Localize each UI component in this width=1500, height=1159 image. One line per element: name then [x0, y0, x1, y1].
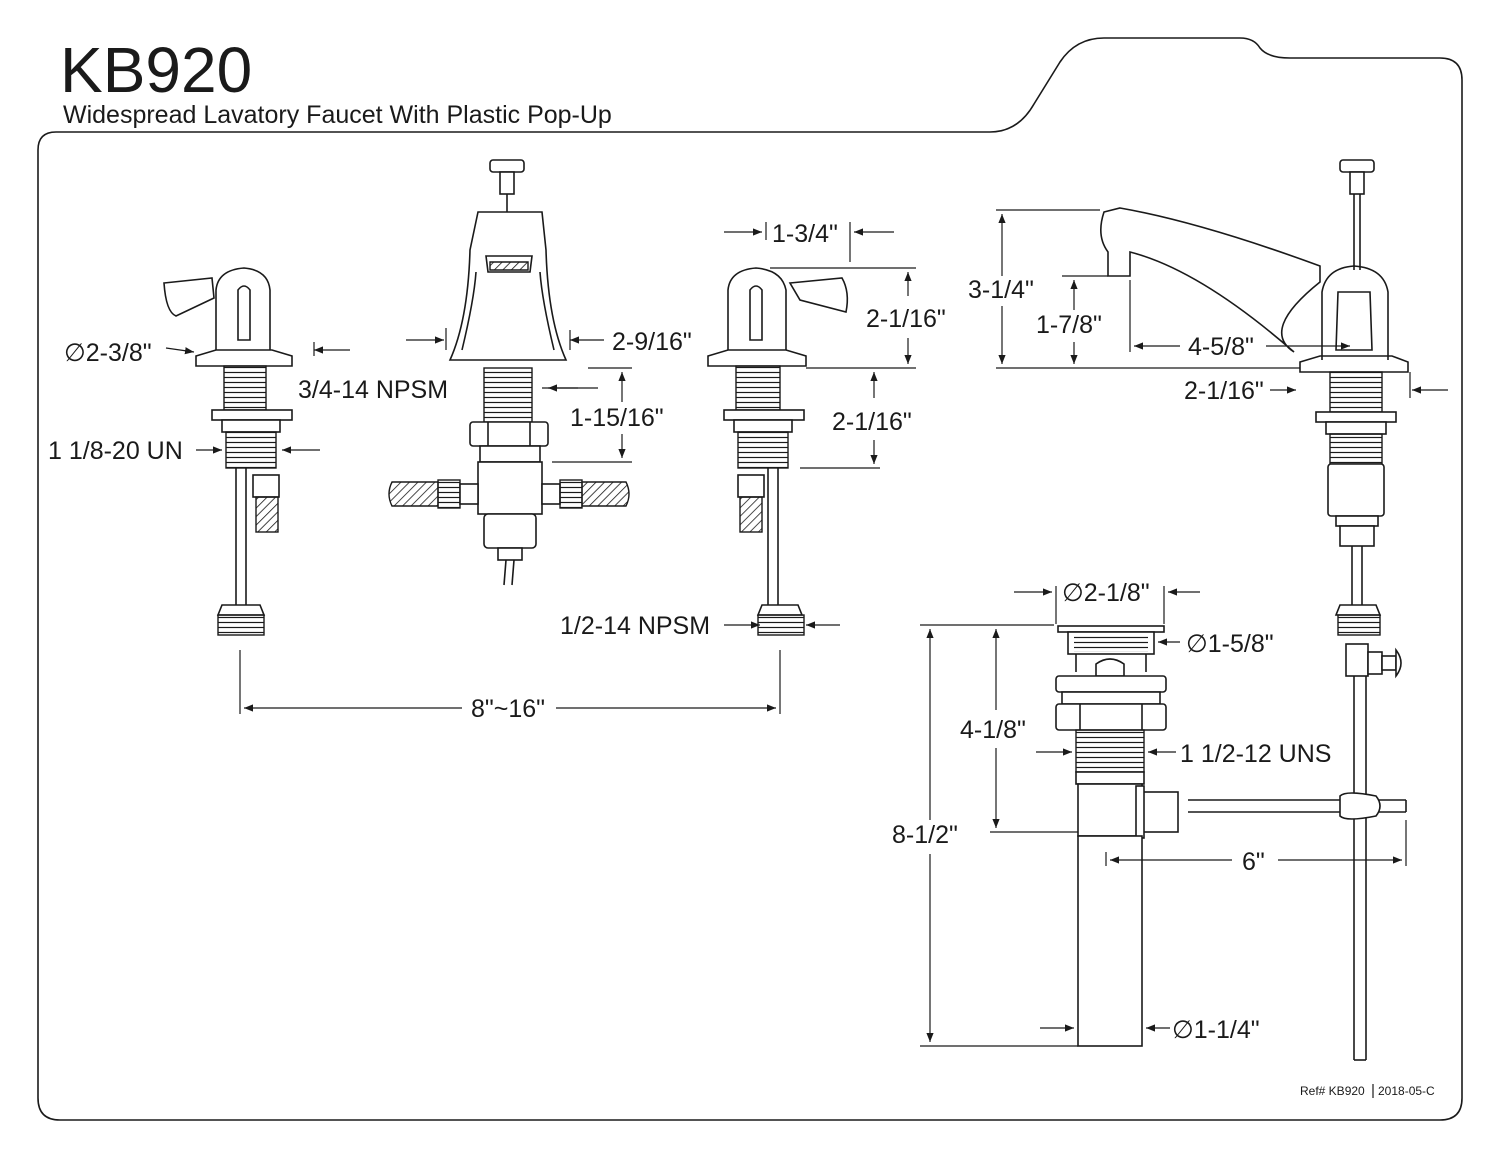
drawing-frame: [37, 37, 1463, 1121]
dim-handle-shank-length: 2-1/16": [832, 408, 912, 436]
dim-spout-thread: 3/4-14 NPSM: [298, 376, 448, 404]
dim-drain-flange-outer: ∅2-1/8": [1062, 579, 1150, 607]
dim-spout-shank-length: 1-15/16": [570, 404, 664, 432]
dim-drain-body-length: 4-1/8": [960, 716, 1026, 744]
dim-handle-width-top: 1-3/4": [772, 220, 838, 248]
dim-aerator-height: 1-7/8": [1036, 311, 1102, 339]
dim-drain-total-length: 8-1/2": [892, 821, 958, 849]
model-description: Widespread Lavatory Faucet With Plastic …: [63, 101, 612, 129]
pop-up-drain: [1055, 625, 1407, 1047]
spout-side-view: [1100, 159, 1409, 1061]
model-title: KB920: [60, 34, 252, 106]
dim-inlet-thread: 1/2-14 NPSM: [560, 612, 710, 640]
left-handle-valve: [163, 267, 293, 636]
dim-handle-flange-diameter: ∅2-3/8": [64, 339, 152, 367]
footer-ref: Ref# KB920: [1300, 1084, 1365, 1098]
dim-tailpiece-diameter: ∅1-1/4": [1172, 1016, 1260, 1044]
dim-handle-thread: 1 1/8-20 UN: [48, 437, 183, 465]
footer-revision: 2018-05-C: [1378, 1084, 1435, 1098]
dim-pivot-rod-length: 6": [1242, 848, 1265, 876]
dim-spout-reach: 4-5/8": [1188, 333, 1254, 361]
dim-spout-height: 3-1/4": [968, 276, 1034, 304]
dim-drain-thread: 1 1/2-12 UNS: [1180, 740, 1331, 768]
right-handle-valve: [707, 267, 849, 636]
dim-drain-flange-inner: ∅1-5/8": [1186, 630, 1274, 658]
dim-handle-height: 2-1/16": [866, 305, 946, 333]
center-spout-front: [388, 159, 630, 586]
dim-spout-width: 2-9/16": [612, 328, 692, 356]
dim-spout-base-diameter: 2-1/16": [1184, 377, 1264, 405]
dim-center-spread: 8"~16": [471, 695, 545, 723]
